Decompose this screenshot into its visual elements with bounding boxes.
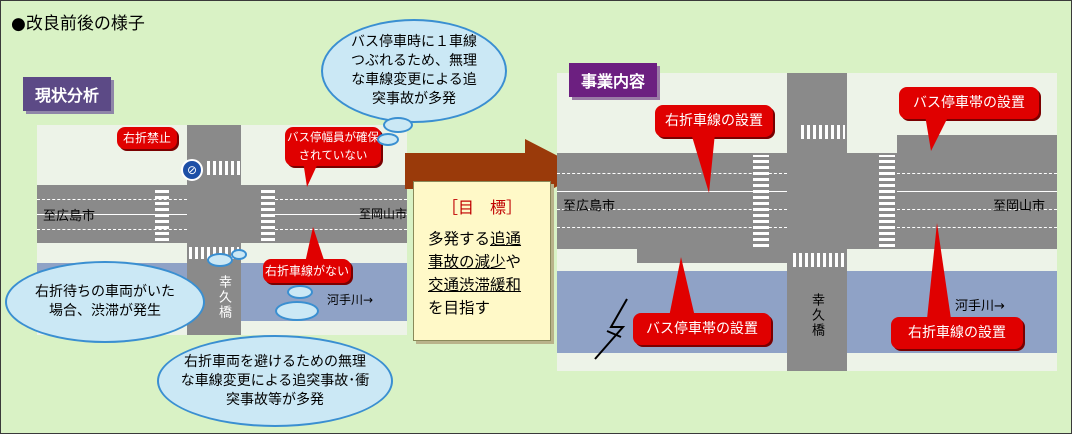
- right-lane-badge-top: 右折車線の設置: [655, 105, 773, 137]
- bus-width-badge-pointer: [303, 161, 319, 187]
- goal-line: 多発する追通: [428, 228, 544, 251]
- lane-marking: [37, 214, 187, 215]
- destination-label-west: 至広島市: [563, 199, 616, 214]
- break-line-icon: [594, 298, 628, 360]
- cloud-puff: [207, 253, 233, 267]
- crosswalk: [801, 125, 845, 139]
- lane-marking: [897, 209, 1057, 210]
- right-lane-badge-bottom: 右折車線の設置: [891, 317, 1023, 349]
- goal-text-plain: や: [505, 253, 522, 271]
- thought-cloud-bus-stop: バス停車時に１車線 つぶれるため、無理 な車線変更による追 突事故が多発: [321, 19, 507, 123]
- river-label: 河手川→: [955, 299, 1005, 314]
- goal-line: 交通渋滞緩和: [428, 274, 544, 297]
- section-tag-current: 現状分析: [23, 77, 112, 111]
- crosswalk: [261, 187, 275, 241]
- lane-marking: [897, 173, 1057, 174]
- lane-marking: [557, 191, 787, 192]
- lane-marking: [897, 227, 1057, 228]
- goal-text-plain: を目指す: [428, 299, 491, 317]
- lane-marking: [275, 214, 407, 215]
- bus-width-badge: バス停幅員が確保 されていない: [285, 127, 381, 166]
- bus-bay: [897, 135, 1057, 155]
- bus-bay-badge-bottom: バス停車帯の設置: [633, 313, 771, 345]
- cloud-line: 右折待ちの車両がいた: [35, 284, 175, 300]
- lane-marking: [557, 227, 787, 228]
- crosswalk: [879, 155, 895, 247]
- goal-line: 事故の減少や: [428, 251, 544, 274]
- bus-bay-badge-top: バス停車帯の設置: [899, 87, 1039, 119]
- badge-line: バス停幅員が確保: [287, 130, 379, 144]
- lane-marking: [557, 209, 787, 210]
- destination-label-west: 至広島市: [43, 209, 96, 224]
- badge-pointer: [691, 133, 715, 193]
- bridge-label: 幸久橋: [216, 275, 231, 320]
- goal-line: を目指す: [428, 297, 544, 320]
- goal-text-underlined: 追通: [490, 230, 522, 248]
- cloud-line: 突事故等が多発: [226, 391, 324, 408]
- thought-cloud-collisions: 右折車両を避けるための無理 な車線変更による追突事故･衝 突事故等が多発: [157, 335, 393, 427]
- bus-bay: [637, 249, 787, 263]
- page-heading: ●改良前後の様子: [11, 14, 145, 34]
- crosswalk: [753, 155, 769, 247]
- lane-marking: [37, 199, 187, 200]
- no-right-turn-badge: 右折禁止: [117, 127, 177, 149]
- destination-label-east: 至岡山市: [993, 199, 1046, 214]
- cloud-line: つぶれるため、無理: [351, 53, 477, 69]
- section-tag-project: 事業内容: [569, 63, 658, 97]
- crosswalk: [793, 253, 845, 267]
- goal-title: ［目 標］: [441, 198, 522, 217]
- lane-marking: [897, 191, 1057, 192]
- lane-marking: [37, 229, 187, 230]
- cloud-puff: [231, 249, 247, 260]
- cloud-line: 右折車両を避けるための無理: [184, 353, 366, 370]
- cloud-puff: [383, 117, 413, 133]
- badge-line: されていない: [298, 148, 368, 162]
- goal-text: 多発する追通 事故の減少や 交通渋滞緩和 を目指す: [428, 228, 544, 320]
- destination-label-east: 至岡山市: [359, 207, 407, 221]
- lane-marking: [275, 229, 407, 230]
- cloud-puff: [275, 301, 319, 321]
- cross-road: [787, 73, 847, 371]
- cloud-line: な車線変更による追: [351, 72, 477, 88]
- bridge-label: 幸久橋: [809, 293, 824, 338]
- lane-marking: [557, 173, 787, 174]
- cloud-line: 場合、渋滞が発生: [49, 303, 161, 319]
- crosswalk: [207, 161, 241, 175]
- goal-text-plain: 多発する: [428, 230, 491, 248]
- cloud-puff: [287, 285, 313, 299]
- badge-pointer: [669, 257, 695, 317]
- cloud-puff: [377, 133, 399, 146]
- thought-cloud-congestion: 右折待ちの車両がいた 場合、渋滞が発生: [5, 261, 205, 343]
- no-right-lane-badge-pointer: [305, 227, 325, 263]
- goal-text-underlined: 事故の減少: [428, 253, 506, 271]
- lane-marking: [275, 199, 407, 200]
- badge-pointer: [927, 223, 951, 319]
- no-right-turn-sign-icon: ⊘: [181, 159, 203, 181]
- crosswalk: [155, 187, 169, 241]
- cloud-line: バス停車時に１車線: [351, 34, 477, 50]
- cloud-line: な車線変更による追突事故･衝: [180, 372, 370, 389]
- goal-text-underlined: 交通渋滞緩和: [428, 276, 522, 294]
- no-right-lane-badge: 右折車線がない: [263, 259, 351, 283]
- goal-note: ［目 標］ 多発する追通 事故の減少や 交通渋滞緩和 を目指す: [413, 181, 551, 341]
- river-label: 河手川→: [327, 293, 374, 307]
- cloud-line: 突事故が多発: [372, 91, 456, 107]
- badge-pointer: [925, 115, 949, 151]
